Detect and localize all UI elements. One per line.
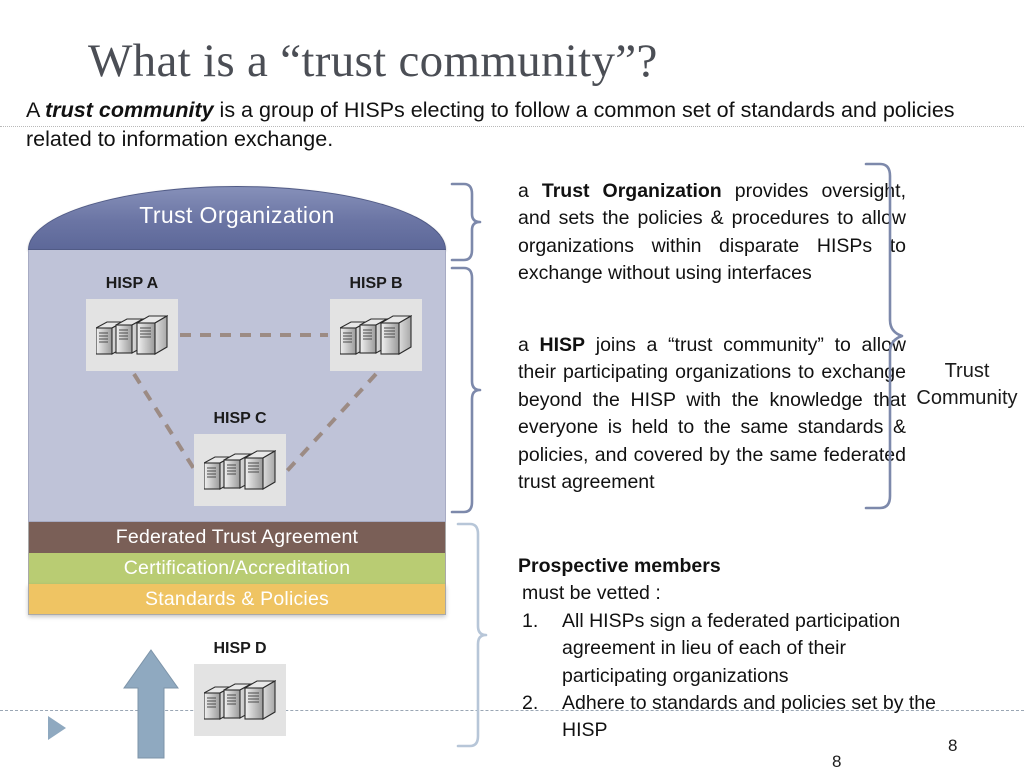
list-item: 2. Adhere to standards and policies set …	[518, 690, 948, 745]
para2-lead: a	[518, 334, 540, 356]
hisp-node-d[interactable]: HISP D	[194, 640, 286, 736]
servers-icon	[340, 315, 412, 355]
list-item-text: All HISPs sign a federated participation…	[562, 609, 901, 687]
hisp-node-a[interactable]: HISP A	[86, 275, 178, 371]
list-item-text: Adhere to standards and policies set by …	[562, 692, 936, 742]
brace-trust-organization	[450, 182, 482, 262]
hisp-d-label: HISP D	[213, 640, 267, 657]
band-certification-accreditation: Certification/Accreditation	[28, 553, 446, 584]
para1-bold: Trust Organization	[541, 180, 722, 202]
prospective-members-heading: Prospective members	[518, 555, 721, 577]
hisp-node-c[interactable]: HISP C	[194, 410, 286, 506]
para1-rest: provides oversight, and sets the policie…	[518, 180, 906, 285]
hisp-c-box	[194, 434, 286, 506]
trust-community-brace	[864, 162, 904, 510]
intro-paragraph: A trust community is a group of HISPs el…	[26, 96, 970, 154]
page-number-secondary: 8	[832, 752, 842, 771]
hisp-node-b[interactable]: HISP B	[330, 275, 422, 371]
band-label: Certification/Accreditation	[123, 557, 351, 579]
band-label: Standards & Policies	[145, 587, 329, 610]
page-number: 8	[948, 736, 958, 755]
prospective-members-block: Prospective members must be vetted : 1. …	[518, 553, 948, 745]
servers-icon	[204, 450, 276, 490]
bullet-triangle-icon	[48, 716, 66, 740]
brace-hisp	[450, 266, 482, 514]
band-federated-trust-agreement: Federated Trust Agreement	[28, 522, 446, 553]
servers-icon	[204, 680, 276, 720]
para1-lead: a	[518, 180, 542, 202]
intro-bold-term: trust community	[45, 98, 214, 122]
intro-prefix: A	[26, 98, 46, 122]
callout-braces	[450, 182, 488, 748]
callout-paragraph-hisp: a HISP joins a “trust community” to allo…	[518, 332, 906, 496]
hisp-a-label: HISP A	[105, 275, 159, 292]
para2-bold: HISP	[539, 334, 586, 356]
hisp-c-label: HISP C	[213, 410, 267, 427]
trust-community-label-line2: Community	[916, 387, 1018, 409]
trust-community-label: Trust Community	[910, 358, 1024, 412]
brace-prospective-members	[456, 522, 488, 748]
prospective-members-subheading: must be vetted :	[522, 582, 661, 605]
list-item-number: 2.	[522, 692, 539, 715]
intro-suffix: is a group of HISPs electing to follow a…	[26, 98, 955, 151]
page-title: What is a “trust community”?	[88, 35, 658, 87]
trust-community-label-line1: Trust	[944, 360, 990, 382]
trust-community-diagram: Trust Organization HISP A	[28, 186, 446, 759]
callout-paragraph-trust-organization: a Trust Organization provides oversight,…	[518, 178, 906, 288]
hisp-b-box	[330, 299, 422, 371]
hisp-d-box	[194, 664, 286, 736]
band-label: Federated Trust Agreement	[115, 526, 359, 548]
prospective-members-list: 1. All HISPs sign a federated participat…	[518, 608, 948, 745]
trust-organization-label: Trust Organization	[139, 202, 335, 228]
up-arrow-icon	[123, 649, 179, 759]
servers-icon	[96, 315, 168, 355]
band-standards-policies: Standards & Policies	[28, 584, 446, 615]
hisp-b-label: HISP B	[349, 275, 403, 292]
dotted-separator-top	[0, 126, 1024, 127]
para2-rest: joins a “trust community” to allow their…	[518, 334, 906, 494]
list-item-number: 1.	[522, 609, 539, 632]
hisp-a-box	[86, 299, 178, 371]
list-item: 1. All HISPs sign a federated participat…	[518, 608, 948, 690]
dashed-separator-bottom	[0, 710, 1024, 711]
